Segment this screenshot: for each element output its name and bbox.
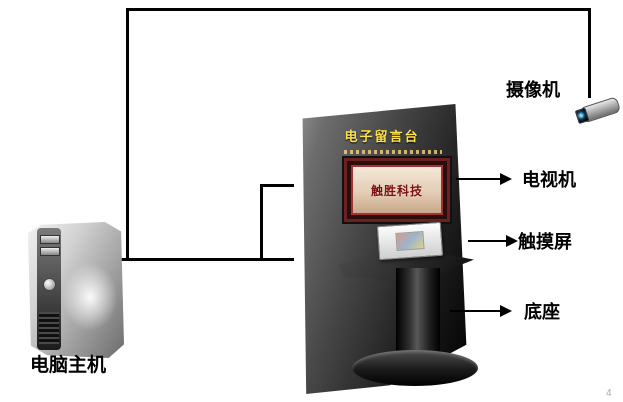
label-camera: 摄像机 — [506, 80, 560, 100]
touch-screen — [376, 221, 444, 261]
kiosk-title: 电子留言台 — [344, 129, 420, 144]
pc-drive-bay — [40, 235, 60, 244]
arrow-shaft — [456, 178, 502, 180]
pc-vent-grill — [39, 312, 59, 344]
cable-top-horizontal — [126, 8, 591, 11]
cable-left-vertical — [126, 8, 129, 261]
watermark: 4 — [606, 388, 612, 399]
cable-branch-horizontal — [260, 184, 294, 187]
arrow-shaft — [450, 310, 500, 312]
arrow-head-icon — [500, 305, 512, 317]
pedestal-column — [396, 268, 440, 364]
base-pointer-arrow — [450, 305, 514, 317]
pc-tower — [28, 222, 124, 358]
label-tv: 电视机 — [522, 170, 576, 190]
pedestal-base — [352, 350, 478, 386]
tv-screen-content: 触胜科技 — [351, 165, 443, 215]
arrow-shaft — [468, 240, 508, 242]
arrow-head-icon — [506, 235, 518, 247]
label-pc: 电脑主机 — [30, 355, 107, 376]
pc-power-button — [43, 278, 56, 291]
cable-pc-to-kiosk — [116, 258, 294, 261]
touch-screen-image — [395, 231, 425, 251]
pc-highlight — [60, 260, 120, 334]
label-touchscreen: 触摸屏 — [518, 232, 572, 252]
cable-camera-drop — [588, 8, 591, 98]
camera — [572, 87, 623, 134]
touchscreen-pointer-arrow — [468, 235, 520, 247]
kiosk-marquee-strip — [344, 150, 442, 154]
label-base: 底座 — [524, 302, 560, 322]
cable-branch-vertical — [260, 184, 263, 261]
tv-screen: 触胜科技 — [344, 158, 450, 222]
tv-pointer-arrow — [456, 173, 514, 185]
screen-brand-text: 触胜科技 — [370, 183, 423, 198]
arrow-head-icon — [500, 173, 512, 185]
pc-drive-bay — [40, 247, 60, 256]
